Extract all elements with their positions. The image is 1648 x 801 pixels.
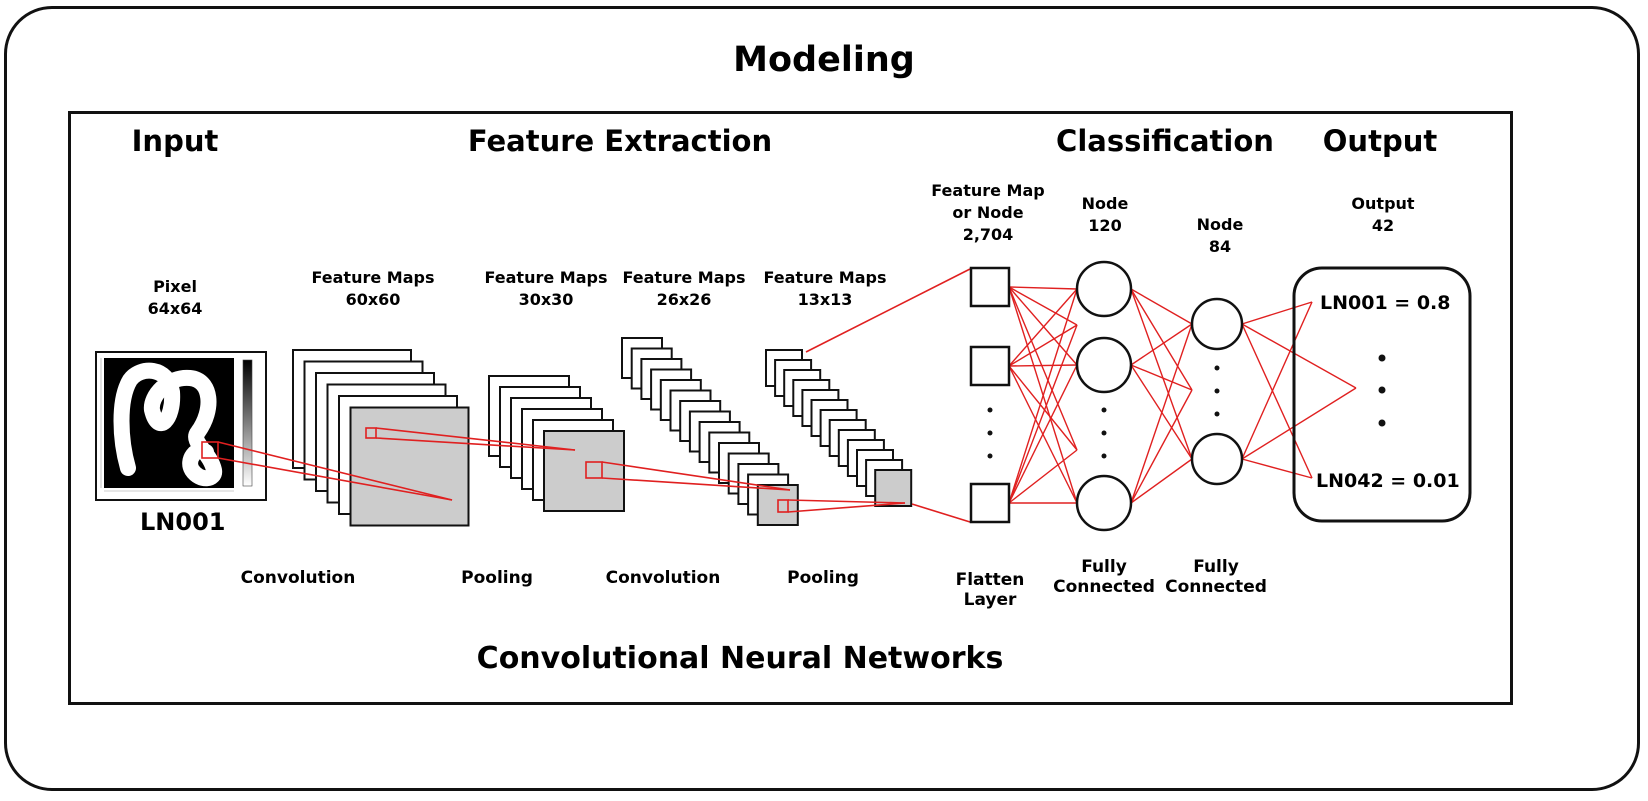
op-fully-connected-1: Fully Connected [1053,557,1155,597]
edge-fc1-fc2 [1130,458,1193,504]
section-classification-label: Classification [1056,124,1274,158]
receptive-field-box [777,499,789,513]
input-image [95,351,267,501]
section-input-label: Input [131,124,219,158]
fc2-node [1190,297,1244,351]
feature-maps-13-label: Feature Maps 13x13 [763,268,887,309]
stack-30x30 [488,375,625,512]
edge-fc1-fc2 [1130,288,1193,391]
stack-13x13 [765,349,913,507]
op-convolution-1: Convolution [240,568,356,588]
ellipsis-dot [1101,407,1107,413]
edge-flatten-fc1 [1008,324,1078,367]
flatten-node [969,482,1011,524]
projection-line [787,502,906,513]
output-ellipsis-dot [1378,354,1386,362]
flatten-node [969,266,1011,308]
fc2-nodes-label: Node 84 [1196,215,1244,256]
edge-fc2-output [1241,458,1313,479]
projection-line [911,503,971,523]
edge-fc1-fc2 [1130,323,1193,366]
edge-flatten-fc1 [1008,364,1078,367]
edge-flatten-fc1 [1008,288,1078,367]
stack-30x30-front-map [543,430,625,512]
edge-flatten-fc1 [1008,286,1078,451]
fc2-node [1190,432,1244,486]
edge-fc1-fc2 [1130,288,1193,325]
output-box [1292,266,1472,523]
edge-flatten-fc1 [1008,364,1078,504]
input-sample-name: LN001 [140,508,226,536]
op-convolution-2: Convolution [605,568,721,588]
stack-13x13-front-map [874,469,913,507]
flatten-node [969,345,1011,387]
diagram-title: Modeling [733,40,915,80]
edge-flatten-fc1 [1008,288,1078,504]
projection-line [375,437,576,451]
edge-fc2-output [1241,323,1313,479]
cnn-frame [68,111,1513,705]
fc1-node [1075,336,1133,394]
edge-flatten-fc1 [1008,449,1078,504]
projection-line [217,457,453,501]
feature-maps-30-label: Feature Maps 30x30 [484,268,608,309]
projection-line [601,461,791,491]
feature-map-stacks [292,337,913,527]
ellipsis-dot [1214,411,1220,417]
ellipsis-dot [987,430,993,436]
input-size-label: Pixel 64x64 [147,277,203,318]
op-pooling-1: Pooling [461,568,533,588]
fc1-node [1075,260,1133,318]
output-ellipsis-dot [1378,386,1386,394]
projection-line [375,427,576,451]
projection-line [217,441,453,501]
receptive-field-box [201,441,219,459]
fc1-node [1075,474,1133,532]
edge-fc1-fc2 [1130,323,1193,504]
receptive-field-box [365,427,377,439]
ellipsis-dot [1214,365,1220,371]
ellipsis-dot [1101,430,1107,436]
projection-line [787,499,906,504]
edge-fc2-output [1241,301,1313,325]
flatten-nodes-label: Feature Map or Node 2,704 [931,181,1045,244]
edge-flatten-fc1 [1008,286,1078,366]
outer-frame [4,6,1640,791]
edge-flatten-fc1 [1008,286,1078,290]
edge-flatten-fc1 [1008,286,1078,326]
edge-fc2-output [1241,323,1357,389]
connection-lines [201,268,971,523]
network-caption: Convolutional Neural Networks [476,641,1004,676]
edge-fc2-output [1241,387,1357,460]
feature-maps-60-label: Feature Maps 60x60 [311,268,435,309]
op-pooling-2: Pooling [787,568,859,588]
edge-flatten-fc1 [1008,324,1078,504]
fc1-nodes-label: Node 120 [1081,194,1129,235]
section-feature-extraction-label: Feature Extraction [467,124,773,158]
projection-line [601,477,791,491]
output-value-first: LN001 = 0.8 [1320,292,1451,314]
ellipsis-dot [987,453,993,459]
output-value-last: LN042 = 0.01 [1316,470,1460,492]
receptive-field-box [585,461,603,479]
op-fully-connected-2: Fully Connected [1165,557,1267,597]
ellipsis-dot [1101,453,1107,459]
output-ellipsis-dot [1378,419,1386,427]
ellipsis-dot [1214,388,1220,394]
op-flatten: Flatten Layer [955,570,1025,610]
edge-fc2-output [1241,301,1313,460]
edge-fc1-fc2 [1130,389,1193,504]
projection-line [805,268,971,353]
section-output-label: Output [1322,124,1438,158]
edge-fc1-fc2 [1130,288,1193,460]
feature-maps-26-label: Feature Maps 26x26 [622,268,746,309]
ellipsis-dot [987,407,993,413]
edge-fc1-fc2 [1130,364,1193,391]
stack-60x60-front-map [349,406,470,527]
output-nodes-label: Output 42 [1351,194,1415,235]
edge-flatten-fc1 [1008,365,1078,451]
dense-network [969,260,1472,532]
